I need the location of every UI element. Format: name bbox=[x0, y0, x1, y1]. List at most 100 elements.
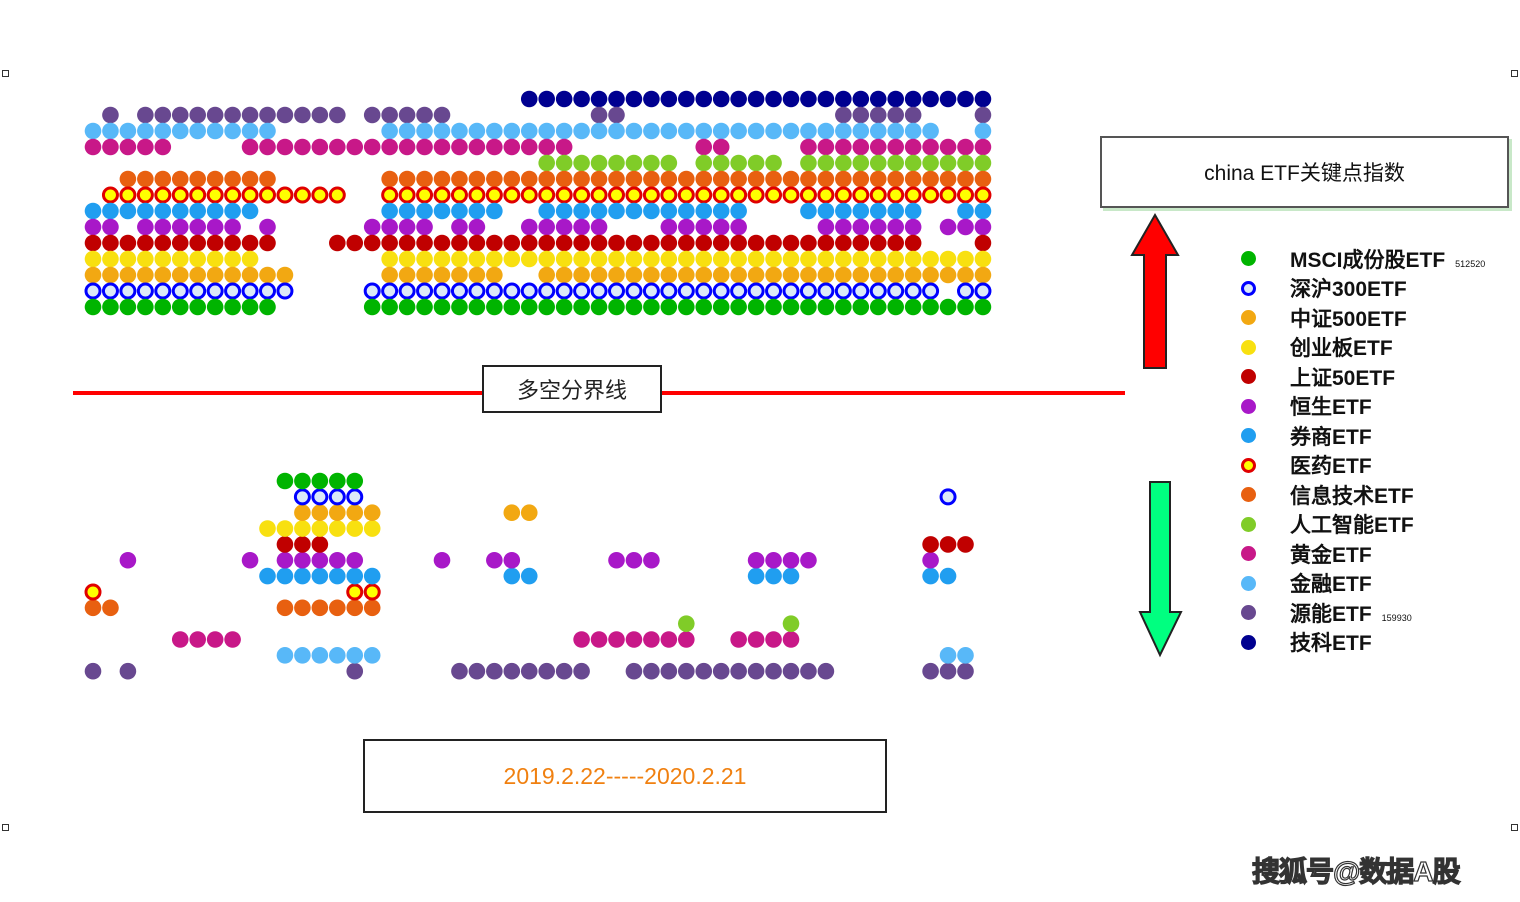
bear-dot-上证50ETF bbox=[311, 536, 329, 553]
bear-dot-金融ETF bbox=[363, 647, 381, 664]
bull-dot-中证500ETF bbox=[765, 266, 782, 284]
bull-dot-信息技术ETF bbox=[468, 170, 486, 188]
bear-dot-券商ETF bbox=[346, 567, 364, 585]
bear-dot-金融ETF bbox=[939, 647, 957, 664]
selection-handle[interactable] bbox=[1511, 824, 1518, 831]
bull-dot-恒生ETF bbox=[451, 218, 468, 236]
bull-dot-人工智能ETF bbox=[922, 154, 939, 172]
bull-dot-恒生ETF bbox=[695, 218, 713, 236]
bull-dot-医药ETF bbox=[136, 186, 154, 204]
bull-dot-创业板ETF bbox=[660, 250, 678, 268]
bull-dot-MSCI成份股ETF bbox=[102, 298, 119, 316]
bull-dot-MSCI成份股ETF bbox=[625, 298, 643, 316]
bull-dot-黄金ETF bbox=[555, 138, 573, 156]
bear-dot-信息技术ETF bbox=[294, 599, 311, 617]
bear-dot-黄金ETF bbox=[206, 631, 224, 648]
bull-dot-上证50ETF bbox=[782, 234, 800, 252]
bull-dot-信息技术ETF bbox=[503, 170, 521, 188]
bull-dot-金融ETF bbox=[765, 122, 782, 140]
bull-dot-上证50ETF bbox=[625, 234, 643, 252]
bull-dot-深沪300ETF bbox=[608, 282, 625, 300]
bull-dot-黄金ETF bbox=[137, 138, 154, 156]
bull-dot-人工智能ETF bbox=[904, 154, 922, 172]
legend-swatch-icon bbox=[1241, 310, 1256, 326]
bull-dot-技科ETF bbox=[625, 90, 643, 108]
bull-dot-深沪300ETF bbox=[416, 282, 434, 300]
bull-dot-创业板ETF bbox=[678, 250, 695, 268]
bull-dot-黄金ETF bbox=[486, 138, 503, 156]
bull-dot-金融ETF bbox=[102, 122, 119, 140]
bull-dot-中证500ETF bbox=[625, 266, 643, 284]
bull-dot-人工智能ETF bbox=[887, 154, 904, 172]
bear-dot-源能ETF bbox=[712, 662, 730, 680]
bull-dot-黄金ETF bbox=[154, 138, 172, 156]
bull-dot-券商ETF bbox=[904, 202, 922, 220]
bull-dot-源能ETF bbox=[835, 106, 852, 124]
bear-dot-信息技术ETF bbox=[276, 599, 294, 617]
bull-dot-创业板ETF bbox=[765, 250, 782, 268]
bull-dot-深沪300ETF bbox=[904, 282, 922, 300]
bear-dot-创业板ETF bbox=[346, 520, 364, 537]
bull-dot-MSCI成份股ETF bbox=[241, 298, 259, 316]
bull-dot-黄金ETF bbox=[939, 138, 957, 156]
bull-dot-券商ETF bbox=[171, 202, 189, 220]
bull-dot-金融ETF bbox=[555, 122, 573, 140]
bull-dot-源能ETF bbox=[608, 106, 625, 124]
bull-dot-医药ETF bbox=[817, 186, 835, 204]
bull-dot-深沪300ETF bbox=[730, 282, 748, 300]
bull-dot-创业板ETF bbox=[817, 250, 835, 268]
bull-dot-金融ETF bbox=[241, 122, 259, 140]
bull-dot-信息技术ETF bbox=[730, 170, 747, 188]
bull-dot-中证500ETF bbox=[468, 266, 486, 284]
bull-dot-深沪300ETF bbox=[799, 282, 817, 300]
bull-dot-医药ETF bbox=[259, 186, 276, 204]
legend-swatch-icon bbox=[1241, 369, 1256, 385]
bull-dot-MSCI成份股ETF bbox=[957, 298, 974, 316]
bull-dot-技科ETF bbox=[608, 90, 625, 108]
bull-dot-MSCI成份股ETF bbox=[416, 298, 433, 316]
bear-dot-医药ETF bbox=[363, 583, 381, 601]
bull-dot-MSCI成份股ETF bbox=[678, 298, 695, 316]
bear-dot-源能ETF bbox=[451, 662, 468, 680]
bull-dot-MSCI成份股ETF bbox=[363, 298, 381, 316]
bull-dot-金融ETF bbox=[503, 122, 521, 140]
bull-dot-创业板ETF bbox=[782, 250, 800, 268]
bull-dot-MSCI成份股ETF bbox=[171, 298, 189, 316]
bull-dot-金融ETF bbox=[259, 122, 276, 140]
selection-handle[interactable] bbox=[2, 824, 9, 831]
bull-dot-中证500ETF bbox=[154, 266, 172, 284]
legend-swatch-icon bbox=[1241, 280, 1256, 296]
bull-dot-中证500ETF bbox=[224, 266, 241, 284]
bull-dot-中证500ETF bbox=[800, 266, 817, 284]
bear-dot-恒生ETF bbox=[346, 551, 364, 569]
bull-dot-人工智能ETF bbox=[538, 154, 555, 172]
bull-dot-信息技术ETF bbox=[154, 170, 172, 188]
bear-dot-恒生ETF bbox=[433, 551, 451, 569]
bull-dot-MSCI成份股ETF bbox=[660, 298, 678, 316]
bull-dot-MSCI成份股ETF bbox=[869, 298, 887, 316]
bull-dot-医药ETF bbox=[660, 186, 678, 204]
bear-dot-恒生ETF bbox=[922, 551, 939, 569]
bull-dot-信息技术ETF bbox=[695, 170, 713, 188]
bull-dot-MSCI成份股ETF bbox=[590, 298, 608, 316]
bull-dot-恒生ETF bbox=[869, 218, 887, 236]
legend-swatch-icon bbox=[1241, 339, 1256, 355]
bull-dot-上证50ETF bbox=[119, 234, 137, 252]
bull-dot-医药ETF bbox=[450, 186, 468, 204]
bull-dot-金融ETF bbox=[904, 122, 922, 140]
selection-handle[interactable] bbox=[1511, 70, 1518, 77]
bear-dot-深沪300ETF bbox=[293, 488, 311, 506]
bull-dot-上证50ETF bbox=[363, 234, 381, 252]
bull-dot-中证500ETF bbox=[782, 266, 800, 284]
selection-handle[interactable] bbox=[2, 70, 9, 77]
bull-dot-金融ETF bbox=[590, 122, 608, 140]
bull-dot-黄金ETF bbox=[311, 138, 329, 156]
bull-dot-券商ETF bbox=[643, 202, 660, 220]
bull-dot-创业板ETF bbox=[730, 250, 747, 268]
bull-dot-中证500ETF bbox=[433, 266, 451, 284]
legend-item: 中证500ETF bbox=[1238, 303, 1407, 333]
bull-dot-技科ETF bbox=[974, 90, 992, 108]
bull-dot-医药ETF bbox=[468, 186, 486, 204]
legend-swatch-icon bbox=[1241, 428, 1256, 444]
